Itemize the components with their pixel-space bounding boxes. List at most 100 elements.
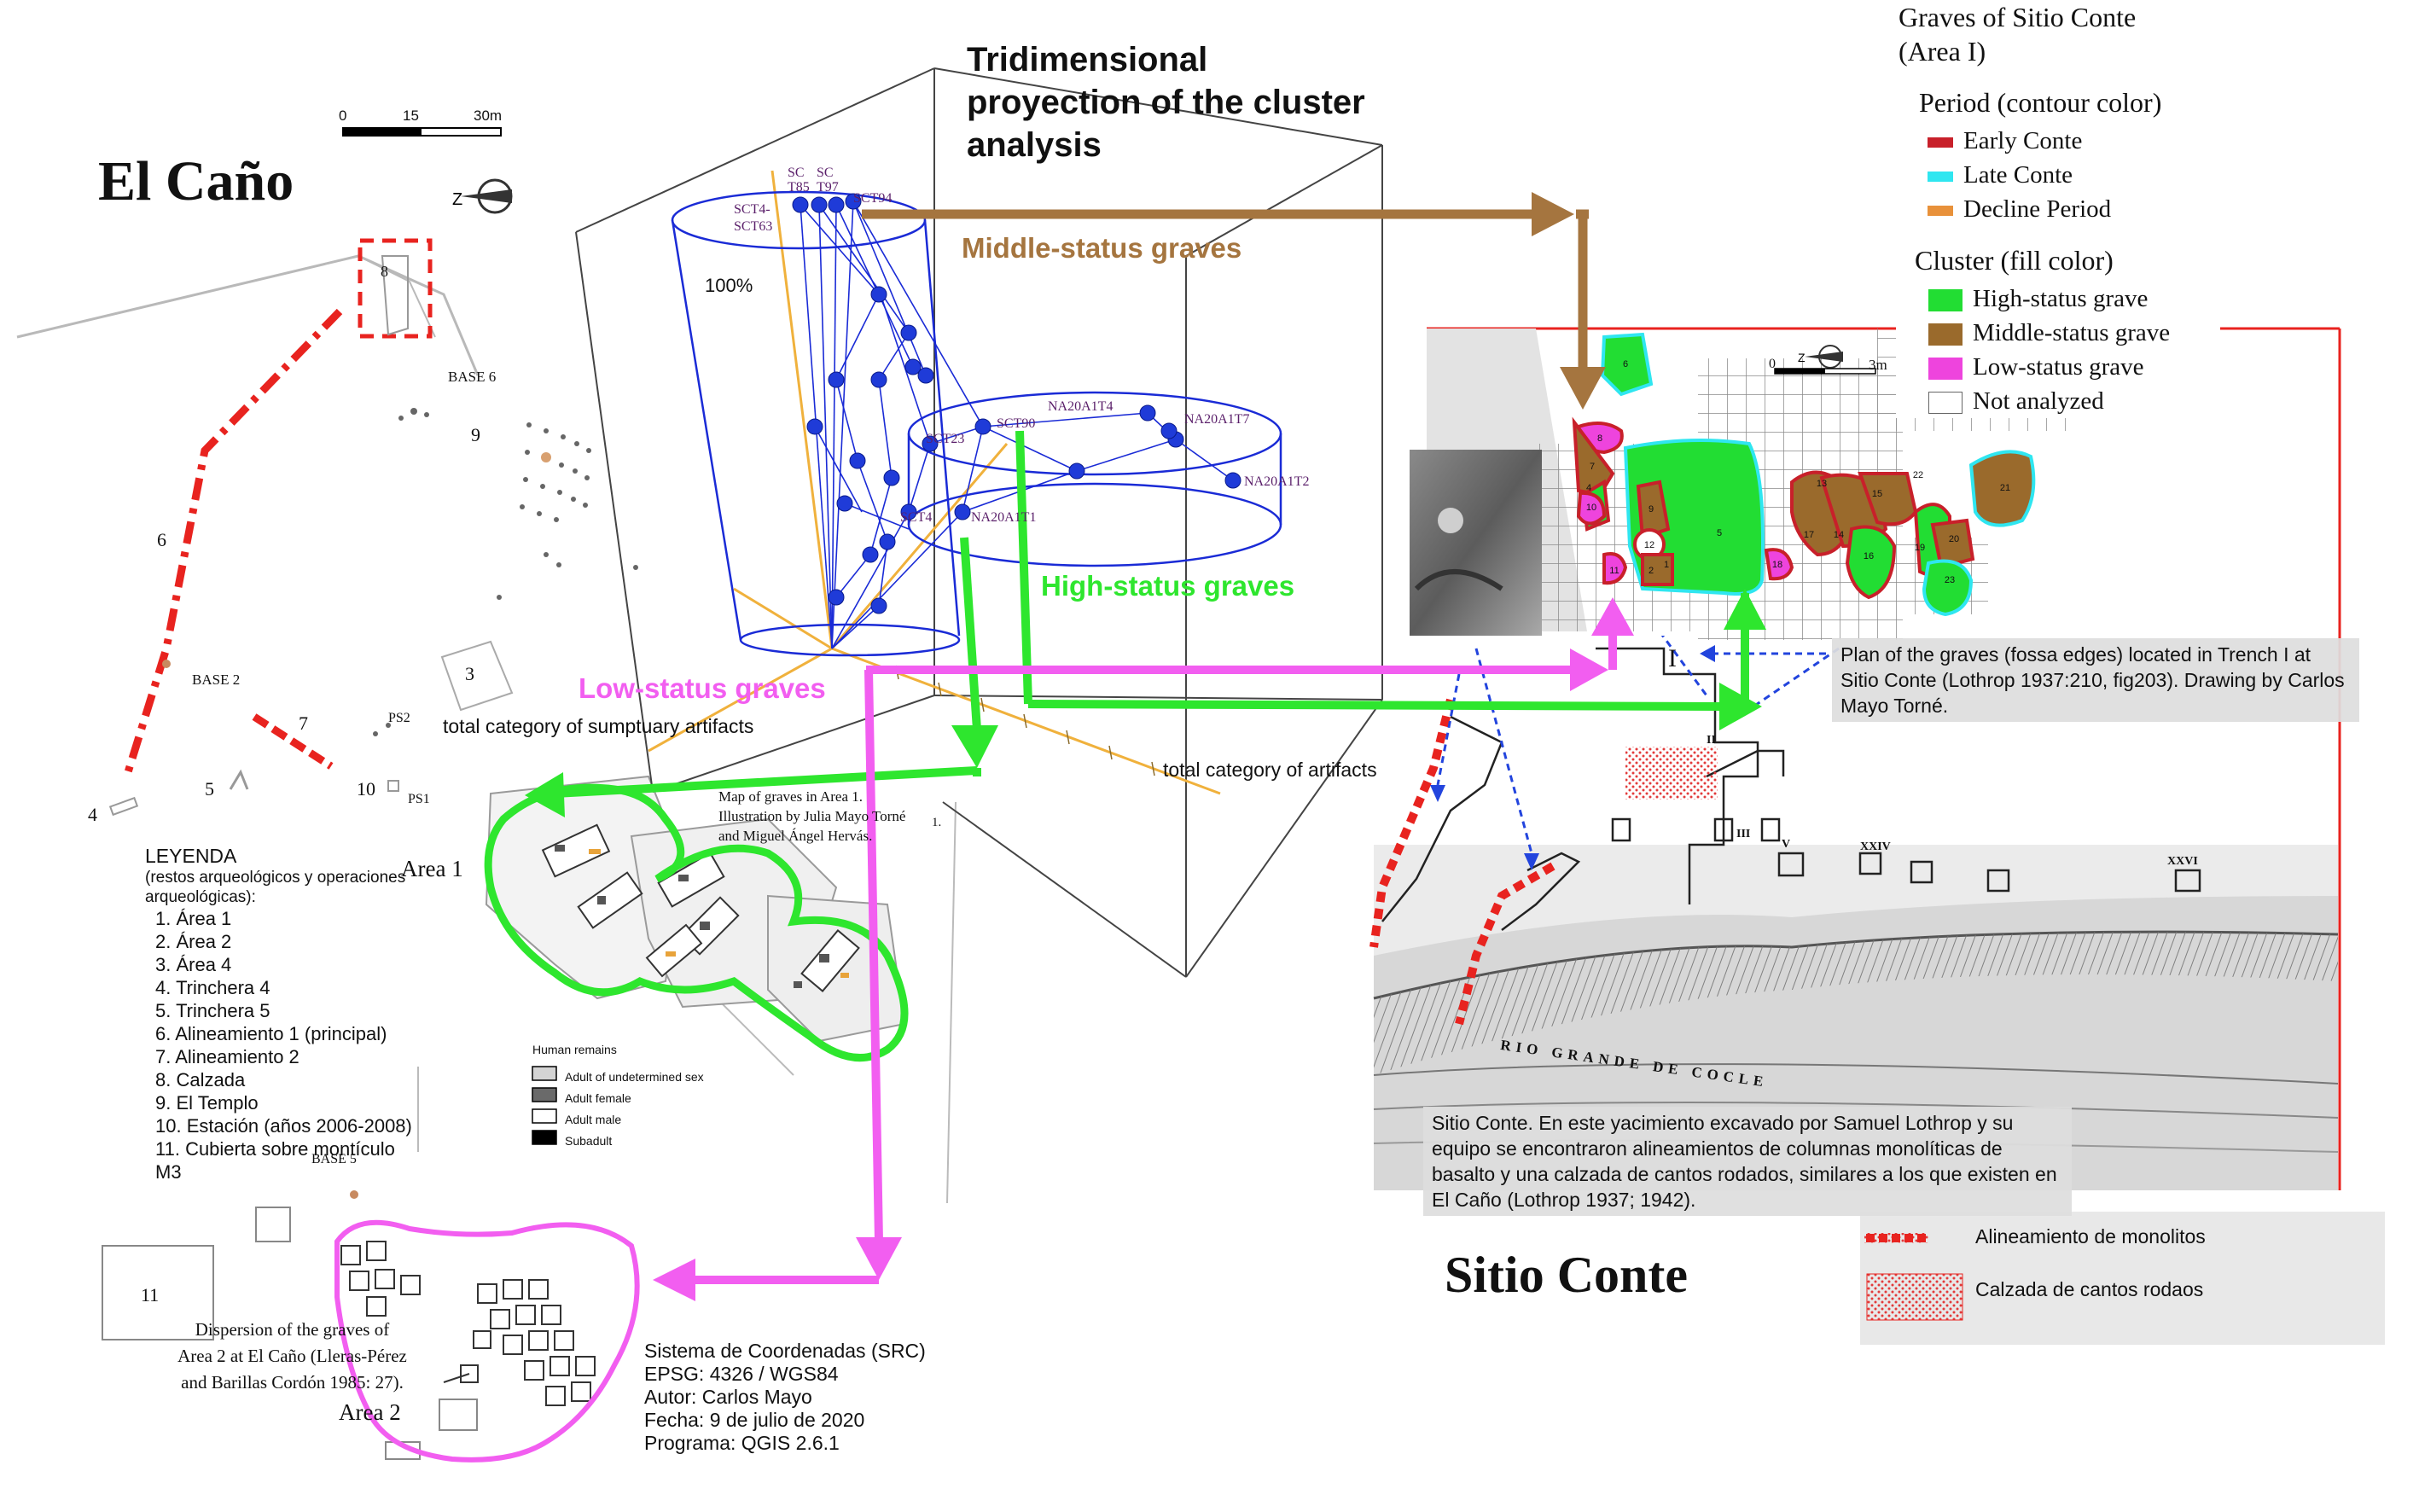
point-label-sc-t85: SC T85	[788, 166, 810, 195]
svg-text:4: 4	[1586, 483, 1591, 493]
svg-text:14: 14	[1834, 530, 1844, 540]
area1-caption-line: Illustration by Julia Mayo Torné	[718, 808, 906, 824]
point-label-na20a1t4: NA20A1T4	[1048, 399, 1114, 414]
svg-text:6: 6	[1623, 359, 1628, 369]
map-label-base5: BASE 5	[311, 1152, 357, 1166]
svg-text:21: 21	[2000, 483, 2010, 493]
middle-status-arrow	[862, 192, 1606, 410]
area1-caption-line: Map of graves in Area 1.	[718, 788, 864, 805]
period-swatch	[1928, 172, 1953, 183]
human-remains-swatches	[532, 1066, 557, 1145]
area2-caption-line: Dispersion of the graves of	[195, 1319, 390, 1340]
middle-status-label: Middle-status graves	[962, 232, 1242, 264]
area2-caption: Dispersion of the graves of Area 2 at El…	[171, 1317, 414, 1396]
projection-title-line: proyection of the cluster	[967, 84, 1365, 121]
map-label-8: 8	[381, 263, 388, 280]
projection-title: Tridimensional proyection of the cluster…	[967, 38, 1365, 166]
projection-title-line: Tridimensional	[967, 41, 1208, 79]
cluster-label: Middle-status grave	[1973, 319, 2171, 346]
svg-text:19: 19	[1915, 543, 1925, 553]
graves-legend-title: Graves of Sitio Conte (Area I)	[1899, 0, 2203, 68]
low-status-label: Low-status graves	[579, 672, 826, 704]
scale-label-0: 0	[339, 108, 347, 124]
plan-scale-3m: 3m	[1869, 357, 1887, 373]
period-item-late: Late Conte	[1928, 158, 2203, 192]
area2-caption-line: Area 2 at El Caño (Lleras-Pérez	[177, 1346, 407, 1366]
area2-caption-line: and Barillas Cordón 1985: 27).	[181, 1372, 404, 1393]
site-caption: Sitio Conte. En este yacimiento excavado…	[1423, 1107, 2072, 1216]
src-line: Sistema de Coordenadas (SRC)	[644, 1340, 926, 1362]
cluster-item-low: Low-status grave	[1928, 350, 2220, 384]
map-label-3: 3	[465, 663, 474, 684]
cluster-item-not-analyzed: Not analyzed	[1928, 384, 2220, 418]
graves-legend-title-line: Graves of Sitio Conte	[1899, 2, 2137, 32]
north-arrow-icon: Z	[452, 178, 513, 214]
svg-text:10: 10	[1586, 503, 1596, 513]
scale-label-30m: 30m	[474, 108, 503, 124]
map-roman-v: V	[1782, 838, 1791, 851]
sitio-conte-title: Sitio Conte	[1445, 1247, 1688, 1303]
area1-label: Area 1	[401, 856, 463, 881]
low-status-arrow	[653, 597, 1634, 1301]
cluster-swatch	[1928, 323, 1963, 346]
plan-caption: Plan of the graves (fossa edges) located…	[1832, 638, 2359, 722]
map-label-base6: BASE 6	[448, 369, 497, 385]
el-cano-scale-bar	[342, 127, 502, 137]
svg-text:13: 13	[1817, 479, 1827, 489]
area1-caption: Map of graves in Area 1. Illustration by…	[718, 787, 905, 846]
leyenda-item: 9. El Templo	[155, 1092, 259, 1114]
src-line: Autor: Carlos Mayo	[644, 1386, 812, 1408]
human-remains-item: Adult female	[565, 1091, 631, 1105]
human-remains-title: Human remains	[532, 1043, 617, 1056]
projection-box	[575, 67, 1383, 978]
cluster-item-middle: Middle-status grave	[1928, 316, 2220, 350]
coordinate-system-block: Sistema de Coordenadas (SRC) EPSG: 4326 …	[644, 1340, 926, 1455]
leyenda-item: 1. Área 1	[155, 908, 232, 929]
area1-caption-line: and Miguel Ángel Hervás.	[718, 828, 873, 844]
trench-label: I	[1668, 644, 1677, 672]
src-line: Programa: QGIS 2.6.1	[644, 1432, 840, 1454]
leyenda-title: LEYENDA	[145, 845, 237, 867]
point-label-na20a1t2: NA20A1T2	[1244, 474, 1310, 489]
src-line: Fecha: 9 de julio de 2020	[644, 1409, 865, 1431]
point-label-sct23: SCT23	[926, 432, 965, 446]
leyenda-item: 4. Trinchera 4	[155, 977, 270, 998]
period-item-early: Early Conte	[1928, 124, 2203, 158]
svg-text:18: 18	[1772, 560, 1782, 570]
human-remains-item: Adult of undetermined sex	[565, 1070, 704, 1084]
period-swatch	[1928, 206, 1953, 217]
cluster-swatch	[1928, 358, 1963, 381]
human-remains-list: Adult of undetermined sex Adult female A…	[565, 1067, 704, 1152]
sitio-conte-site-legend-swatches	[1860, 1212, 2385, 1345]
svg-text:1: 1	[1664, 560, 1669, 570]
axis-sumptuary-label: total category of sumptuary artifacts	[443, 715, 754, 737]
svg-text:Z: Z	[1798, 351, 1806, 364]
human-remains-item: Subadult	[565, 1134, 613, 1148]
svg-text:9: 9	[1649, 504, 1654, 515]
plan-north-arrow-icon: Z	[1774, 345, 1876, 375]
cluster-points	[792, 193, 1241, 614]
leyenda-item: 8. Calzada	[155, 1069, 246, 1090]
svg-text:22: 22	[1913, 470, 1923, 480]
svg-text:Z: Z	[452, 190, 462, 209]
svg-text:5: 5	[1717, 528, 1722, 538]
map-label-9: 9	[471, 424, 480, 445]
leyenda-block: LEYENDA (restos arqueológicos y operacio…	[145, 845, 414, 1183]
svg-text:8: 8	[1597, 433, 1602, 444]
el-cano-title: El Caño	[98, 150, 294, 212]
map-label-6: 6	[157, 529, 166, 550]
graves-legend-title-line: (Area I)	[1899, 36, 1986, 67]
cluster-cylinders	[671, 190, 1282, 657]
svg-text:20: 20	[1949, 534, 1959, 544]
period-swatch	[1928, 137, 1953, 148]
cluster-label: Low-status grave	[1973, 353, 2144, 381]
map-roman-iii: III	[1736, 828, 1751, 840]
leyenda-subtitle: (restos arqueológicos y operaciones arqu…	[145, 869, 406, 906]
high-status-label: High-status graves	[1041, 570, 1295, 602]
human-remains-item: Adult male	[565, 1113, 622, 1126]
point-label-na20a1t7: NA20A1T7	[1184, 412, 1250, 427]
site-legend-monolitos: Alineamiento de monolitos	[1975, 1225, 2206, 1247]
map-label-ps1: PS1	[408, 792, 430, 806]
period-label: Decline Period	[1963, 195, 2112, 223]
leyenda-item: 7. Alineamiento 2	[155, 1046, 299, 1067]
